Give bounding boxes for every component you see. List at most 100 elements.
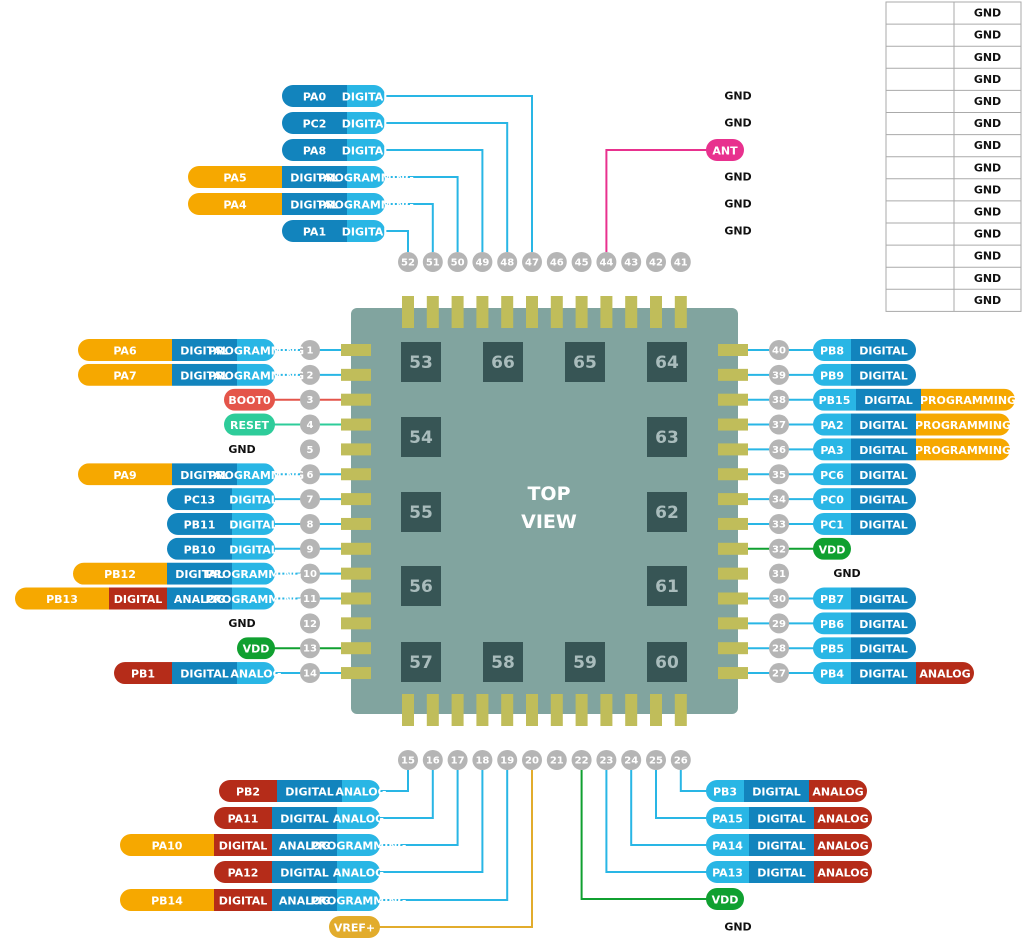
legend-value: GND <box>974 29 1001 42</box>
pin-label-group <box>282 112 385 134</box>
pin-lead <box>718 368 748 381</box>
digital-label: PA1 <box>303 226 326 239</box>
digital-label: DIGITAL <box>859 593 908 606</box>
pin-number: 14 <box>303 669 317 680</box>
pin-label-group <box>78 463 275 486</box>
pin-number: 24 <box>624 756 638 767</box>
pin-circle <box>472 252 493 272</box>
pin-circle <box>596 252 617 272</box>
pin-label-group <box>167 512 275 535</box>
center-pad-number: 57 <box>409 653 433 673</box>
digital-label: ANALOG <box>174 593 225 606</box>
pin-number: 47 <box>525 258 539 269</box>
pin-number: 36 <box>772 445 786 456</box>
pin-lead <box>718 617 748 630</box>
vref-label: VREF+ <box>334 922 375 935</box>
pin-lead <box>526 694 538 726</box>
legend-value: GND <box>974 161 1001 174</box>
gnd-label: GND <box>228 443 255 456</box>
pin-lead <box>625 694 638 726</box>
analog-label-bg <box>109 587 167 610</box>
pin-number: 21 <box>550 756 564 767</box>
boot0-label: BOOT0 <box>228 394 271 407</box>
gnd-label: GND <box>724 921 751 934</box>
pin-number: 32 <box>772 544 786 555</box>
analog-label: PA11 <box>228 813 259 826</box>
pin-number: 13 <box>303 644 317 655</box>
center-pad-number: 66 <box>491 353 515 373</box>
digital-label-bg <box>851 612 916 635</box>
pin-number: 37 <box>772 420 786 431</box>
pb8-label: PB8 <box>820 345 844 358</box>
digital-label: DIGITAL <box>757 813 806 826</box>
pin-lead <box>718 418 748 431</box>
pa3-label-bg <box>813 438 851 461</box>
pin-label-group <box>813 612 916 635</box>
analog-label-bg <box>114 662 172 685</box>
pin-circle <box>447 252 468 272</box>
pin-wire <box>655 770 720 819</box>
pin-lead <box>341 567 371 580</box>
pin-lead <box>674 694 687 726</box>
pa13-label-bg <box>706 861 749 883</box>
pin-lead <box>341 667 371 680</box>
pin-label-group <box>813 512 916 535</box>
pin-lead <box>341 642 371 655</box>
pin-number: 34 <box>772 495 786 506</box>
pc6-label: PC6 <box>820 469 844 482</box>
pin-lead <box>451 296 464 328</box>
analog-label-bg <box>814 861 872 883</box>
legend-value: GND <box>974 139 1001 152</box>
gnd-label: GND <box>228 617 255 630</box>
pin-label-group <box>167 488 275 511</box>
pb11-label: DIGITAL <box>229 518 278 531</box>
pb5-label-bg <box>813 637 851 660</box>
center-pad-number: 60 <box>655 653 679 673</box>
center-pad-number: 62 <box>655 503 679 523</box>
pins: 1234567891011121314403938373635343332313… <box>300 252 789 770</box>
center-pad <box>565 642 605 682</box>
pin-lead <box>341 517 371 530</box>
pin-lead <box>402 296 414 328</box>
pin-circle <box>300 538 320 559</box>
pc2-label-bg <box>347 112 385 134</box>
pin-circle <box>769 638 789 659</box>
pin-lead <box>341 468 371 481</box>
pin-label-group <box>120 889 380 911</box>
pin-number: 48 <box>500 258 514 269</box>
pin-lead <box>575 296 588 328</box>
pin-number: 2 <box>307 370 314 381</box>
programming-label-bg <box>73 562 167 585</box>
center-pad <box>401 342 441 382</box>
pb2-label-bg <box>342 780 380 802</box>
pin-lead <box>718 393 748 406</box>
center-pad-number: 61 <box>655 577 679 597</box>
digital-label: PA0 <box>303 91 327 104</box>
ant-label-bg <box>706 139 744 161</box>
pin-circle <box>769 513 789 534</box>
digital-label-bg <box>167 512 232 535</box>
programming-label-bg <box>188 166 282 188</box>
pin-number: 17 <box>451 756 465 767</box>
pin-number: 5 <box>307 445 314 456</box>
pin-number: 27 <box>772 669 786 680</box>
digital-label-bg <box>172 339 237 361</box>
pin-label-group <box>78 363 275 386</box>
pb1-label-bg <box>237 662 275 685</box>
analog-label: ANALOG <box>919 668 970 681</box>
pin-label-group <box>188 166 385 188</box>
pin-number: 40 <box>772 346 786 357</box>
pin-number: 52 <box>401 258 415 269</box>
pc6-label-bg <box>813 463 851 486</box>
digital-label-bg <box>282 193 347 215</box>
pin-lead <box>426 694 439 726</box>
programming-label: PA10 <box>152 840 183 853</box>
digital-label-bg <box>851 363 916 386</box>
pin-number: 20 <box>525 756 539 767</box>
pin-number: 15 <box>401 756 415 767</box>
analog-label: ANALOG <box>817 840 868 853</box>
center-pad <box>647 492 687 532</box>
pin-number: 16 <box>426 756 440 767</box>
programming-label: PB14 <box>151 895 183 908</box>
pa9-label-bg <box>237 463 275 486</box>
